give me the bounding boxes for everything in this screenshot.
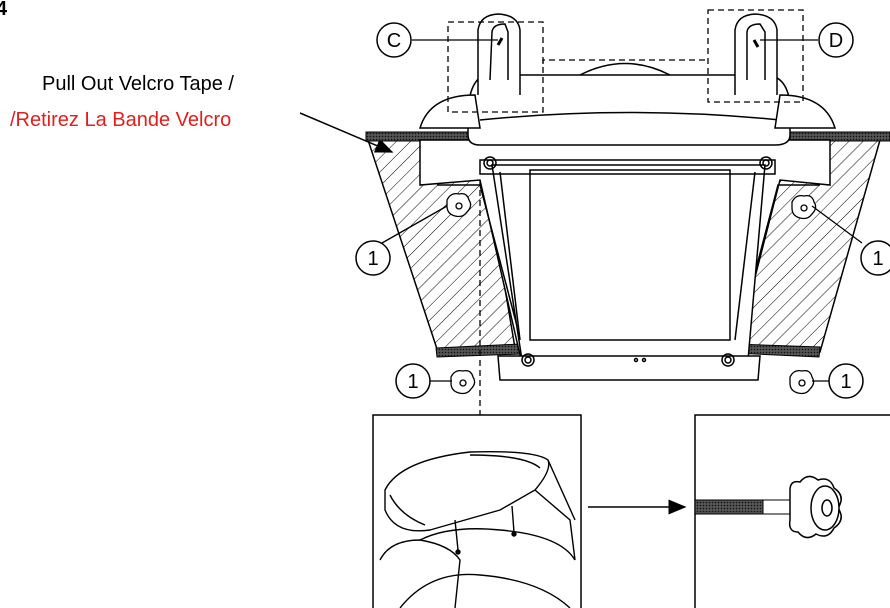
callout-1-label: 1 <box>872 248 883 270</box>
knob-detail <box>788 475 842 539</box>
callout-1-label: 1 <box>407 371 418 393</box>
callout-1-label: 1 <box>840 371 851 393</box>
callout-d-label: D <box>829 30 843 52</box>
detail-panel-knob <box>694 414 890 608</box>
step-number: 4 <box>0 0 8 20</box>
instruction-label-french: /Retirez La Bande Velcro <box>10 109 232 131</box>
knob <box>446 192 472 218</box>
callout-c-label: C <box>387 30 401 52</box>
detail-panel-armrest <box>372 414 582 608</box>
seat-frame <box>419 139 831 381</box>
callout-1: 1 <box>828 363 864 399</box>
callout-c: C <box>376 22 412 58</box>
armrest-post-right <box>734 13 778 95</box>
threaded-bolt <box>694 499 790 515</box>
knob <box>791 194 817 220</box>
callout-1: 1 <box>355 240 391 276</box>
callout-1: 1 <box>860 240 890 276</box>
knob <box>450 369 476 395</box>
backrest <box>418 62 837 146</box>
callout-d: D <box>818 22 854 58</box>
callout-1-label: 1 <box>367 248 378 270</box>
instruction-label-english: Pull Out Velcro Tape / <box>42 73 234 95</box>
knob <box>789 369 815 395</box>
dashed-boxes <box>447 9 804 113</box>
armrest-post-left <box>477 13 521 95</box>
callout-1: 1 <box>395 363 431 399</box>
